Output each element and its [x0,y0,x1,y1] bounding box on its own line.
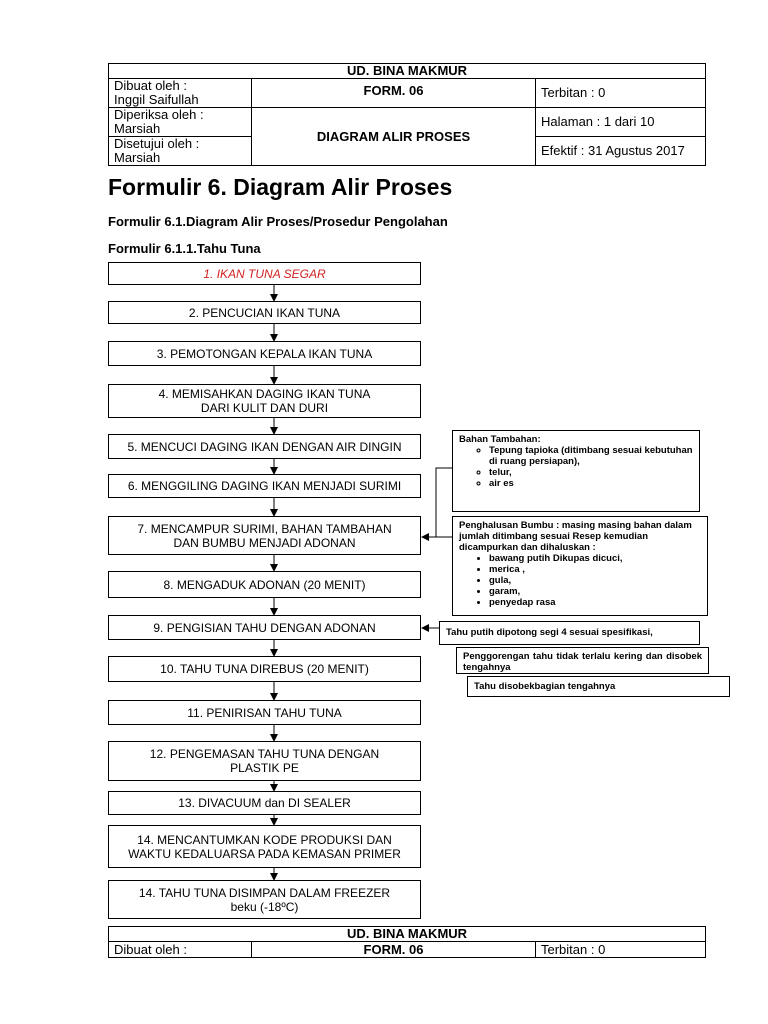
step-14-line-2: WAKTU KEDALUARSA PADA KEMASAN PRIMER [128,846,401,861]
step-12-line-2: PLASTIK PE [230,761,299,775]
step-6: 6. MENGGILING DAGING IKAN MENJADI SURIMI [108,474,421,498]
step-15: 14. TAHU TUNA DISIMPAN DALAM FREEZER bek… [108,880,421,919]
step-10: 10. TAHU TUNA DIREBUS (20 MENIT) [108,656,421,682]
footer-edition: Terbitan : 0 [534,941,707,958]
form-code: FORM. 06 [251,78,536,108]
step-1: 1. IKAN TUNA SEGAR [108,262,421,285]
approved-by-cell: Disetujui oleh : Marsiah [108,136,252,166]
step-13-text: 13. DIVACUUM dan DI SEALER [178,796,351,810]
step-7-line-2: DAN BUMBU MENJADI ADONAN [173,535,356,550]
footer-company: UD. BINA MAKMUR [107,926,707,942]
list-item: garam, [489,586,701,597]
note-bahan-title: Bahan Tambahan: [459,434,541,445]
step-3-text: 3. PEMOTONGAN KEPALA IKAN TUNA [156,346,373,361]
list-item: air es [489,478,693,489]
made-by-label: Dibuat oleh : [114,78,187,93]
note-penggorengan-text: Penggorengan tahu tidak terlalu kering d… [463,651,702,673]
doc-title: DIAGRAM ALIR PROSES [251,107,536,166]
note-tahu-disobek: Tahu disobekbagian tengahnya [467,676,730,697]
step-5: 5. MENCUCI DAGING IKAN DENGAN AIR DINGIN [108,434,421,459]
step-14: 14. MENCANTUMKAN KODE PRODUKSI DAN WAKTU… [108,825,421,868]
document-header: UD. BINA MAKMUR Dibuat oleh : Inggil Sai… [107,63,707,166]
step-9-text: 9. PENGISIAN TAHU DENGAN ADONAN [153,620,376,635]
list-item: telur, [489,467,693,478]
footer-form-code: FORM. 06 [251,941,536,958]
step-1-text: 1. IKAN TUNA SEGAR [203,266,326,281]
list-item: Tepung tapioka (ditimbang sesuai kebutuh… [489,445,693,467]
list-item: gula, [489,575,701,586]
step-14-line-1: 14. MENCANTUMKAN KODE PRODUKSI DAN [137,832,392,847]
step-8-text: 8. MENGADUK ADONAN (20 MENIT) [163,577,366,592]
note-tahu-dipotong-text: Tahu putih dipotong segi 4 sesuai spesif… [446,627,653,638]
note-penggorengan: Penggorengan tahu tidak terlalu kering d… [456,647,709,674]
note-tahu-disobek-text: Tahu disobekbagian tengahnya [474,681,616,692]
approved-by-name: Marsiah [114,150,161,165]
page-title: Formulir 6. Diagram Alir Proses [108,174,453,200]
step-3: 3. PEMOTONGAN KEPALA IKAN TUNA [108,341,421,366]
note-bahan-list: Tepung tapioka (ditimbang sesuai kebutuh… [459,445,693,489]
bracket-bahan [435,467,452,537]
step-11: 11. PENIRISAN TAHU TUNA [108,700,421,725]
step-15-line-2: beku (-18ºC) [230,899,299,914]
step-2: 2. PENCUCIAN IKAN TUNA [108,301,421,324]
effective-date: Efektif : 31 Agustus 2017 [534,136,707,166]
note-penghalusan-bumbu: Penghalusan Bumbu : masing masing bahan … [452,516,708,616]
note-bumbu-title: Penghalusan Bumbu : masing masing bahan … [459,520,692,553]
step-11-text: 11. PENIRISAN TAHU TUNA [187,705,342,720]
step-13: 13. DIVACUUM dan DI SEALER [108,791,421,815]
list-item: bawang putih Dikupas dicuci, [489,553,701,564]
step-15-line-1: 14. TAHU TUNA DISIMPAN DALAM FREEZER [138,885,391,900]
list-item: penyedap rasa [489,597,701,608]
checked-by-cell: Diperiksa oleh : Marsiah [108,107,252,137]
step-4-line-1: 4. MEMISAHKAN DAGING IKAN TUNA [158,387,371,401]
document-footer-header: UD. BINA MAKMUR Dibuat oleh : FORM. 06 T… [107,926,707,958]
step-12: 12. PENGEMASAN TAHU TUNA DENGAN PLASTIK … [108,741,421,781]
edition: Terbitan : 0 [534,78,707,108]
footer-made-by-label: Dibuat oleh : [108,941,252,958]
note-tahu-dipotong: Tahu putih dipotong segi 4 sesuai spesif… [439,621,700,645]
subtitle-2: Formulir 6.1.1.Tahu Tuna [108,241,261,256]
step-8: 8. MENGADUK ADONAN (20 MENIT) [108,571,421,598]
note-bumbu-list: bawang putih Dikupas dicuci, merica , gu… [459,553,701,608]
step-2-text: 2. PENCUCIAN IKAN TUNA [188,305,341,320]
step-6-text: 6. MENGGILING DAGING IKAN MENJADI SURIMI [127,479,402,493]
checked-by-label: Diperiksa oleh : [114,107,204,122]
step-4-line-2: DARI KULIT DAN DURI [200,401,329,415]
step-7-line-1: 7. MENCAMPUR SURIMI, BAHAN TAMBAHAN [137,521,392,536]
step-4: 4. MEMISAHKAN DAGING IKAN TUNA DARI KULI… [108,384,421,418]
made-by-name: Inggil Saifullah [114,92,199,107]
note-bahan-tambahan: Bahan Tambahan: Tepung tapioka (ditimban… [452,430,700,512]
step-7: 7. MENCAMPUR SURIMI, BAHAN TAMBAHAN DAN … [108,516,421,555]
checked-by-name: Marsiah [114,121,161,136]
step-9: 9. PENGISIAN TAHU DENGAN ADONAN [108,615,421,640]
approved-by-label: Disetujui oleh : [114,136,200,151]
list-item: merica , [489,564,701,575]
step-12-line-1: 12. PENGEMASAN TAHU TUNA DENGAN [149,747,380,761]
step-10-text: 10. TAHU TUNA DIREBUS (20 MENIT) [160,662,369,676]
subtitle-1: Formulir 6.1.Diagram Alir Proses/Prosedu… [108,214,448,229]
step-5-text: 5. MENCUCI DAGING IKAN DENGAN AIR DINGIN [127,439,402,454]
